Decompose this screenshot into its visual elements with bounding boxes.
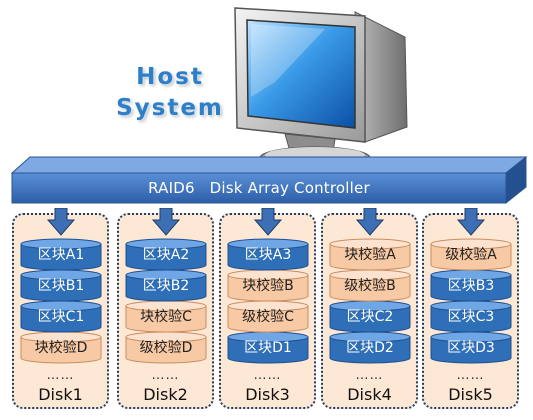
parity-block: 级校验D (125, 331, 207, 364)
data-block: 区块B1 (20, 269, 102, 302)
block-label: 块校验A (344, 247, 396, 263)
cylinder-icon (329, 331, 411, 364)
ellipsis-text: …… (46, 368, 75, 383)
block-label: 区块A3 (244, 247, 292, 263)
cylinder-icon (430, 331, 512, 364)
data-block: 区块C3 (430, 300, 512, 333)
ellipsis-text: …… (151, 368, 180, 383)
host-system-title: Host System (100, 62, 240, 124)
cylinder-icon (20, 331, 102, 364)
data-block: 区块C1 (20, 300, 102, 333)
data-block: 区块A3 (227, 238, 309, 271)
data-block: 区块C2 (329, 300, 411, 333)
cylinder-icon (430, 269, 512, 302)
block-label: 区块B3 (447, 278, 495, 294)
disk-name-label: Disk1 (38, 385, 83, 404)
ellipsis-text: …… (253, 368, 282, 383)
block-label: 级校验B (344, 278, 396, 294)
disk-name-label: Disk2 (143, 385, 188, 404)
block-label: 块校验D (34, 340, 88, 356)
cylinder-icon (125, 300, 207, 333)
raid-controller-bar (10, 155, 528, 205)
block-label: 区块B2 (142, 278, 190, 294)
data-block: 区块D3 (430, 331, 512, 364)
disk-name-label: Disk3 (245, 385, 290, 404)
cylinder-icon (227, 238, 309, 271)
parity-block: 块校验A (329, 238, 411, 271)
cylinder-icon (227, 269, 309, 302)
down-arrow-icon (355, 208, 385, 236)
cylinder-icon (227, 331, 309, 364)
down-arrow-icon (46, 208, 76, 236)
parity-block: 级校验A (430, 238, 512, 271)
data-block: 区块A2 (125, 238, 207, 271)
cylinder-icon (20, 269, 102, 302)
ellipsis-text: …… (456, 368, 485, 383)
cylinder-icon (125, 238, 207, 271)
block-label: 区块A2 (142, 247, 190, 263)
disk-name-label: Disk4 (347, 385, 392, 404)
cylinder-icon (125, 331, 207, 364)
block-label: 区块D1 (244, 340, 292, 356)
data-block: 区块B3 (430, 269, 512, 302)
block-label: 区块D3 (447, 340, 495, 356)
down-arrow-icon (253, 208, 283, 236)
host-title-line1: Host (136, 64, 204, 90)
block-label: 块校验C (140, 309, 192, 325)
cylinder-icon (329, 269, 411, 302)
block-label: 级校验A (445, 247, 497, 263)
ellipsis-text: …… (355, 368, 384, 383)
block-label: 区块C3 (447, 309, 495, 325)
controller-label: RAID6 Disk Array Controller (148, 179, 370, 197)
cylinder-icon (227, 300, 309, 333)
block-label: 级校验C (242, 309, 294, 325)
parity-block: 块校验B (227, 269, 309, 302)
parity-block: 级校验C (227, 300, 309, 333)
host-title-line2: System (116, 95, 224, 121)
block-label: 区块D2 (346, 340, 394, 356)
block-label: 级校验D (139, 340, 193, 356)
cylinder-icon (20, 238, 102, 271)
monitor-icon (234, 7, 408, 170)
parity-block: 块校验D (20, 331, 102, 364)
block-label: 区块A1 (37, 247, 85, 263)
cylinder-icon (430, 300, 512, 333)
data-block: 区块B2 (125, 269, 207, 302)
block-label: 区块B1 (37, 278, 85, 294)
parity-block: 级校验B (329, 269, 411, 302)
parity-block: 块校验C (125, 300, 207, 333)
cylinder-icon (20, 300, 102, 333)
block-label: 区块C1 (37, 309, 85, 325)
block-label: 区块C2 (346, 309, 394, 325)
disk-name-label: Disk5 (448, 385, 493, 404)
data-block: 区块A1 (20, 238, 102, 271)
data-block: 区块D2 (329, 331, 411, 364)
cylinder-icon (329, 238, 411, 271)
down-arrow-icon (456, 208, 486, 236)
data-block: 区块D1 (227, 331, 309, 364)
cylinder-icon (430, 238, 512, 271)
down-arrow-icon (151, 208, 181, 236)
block-label: 块校验B (242, 278, 294, 294)
